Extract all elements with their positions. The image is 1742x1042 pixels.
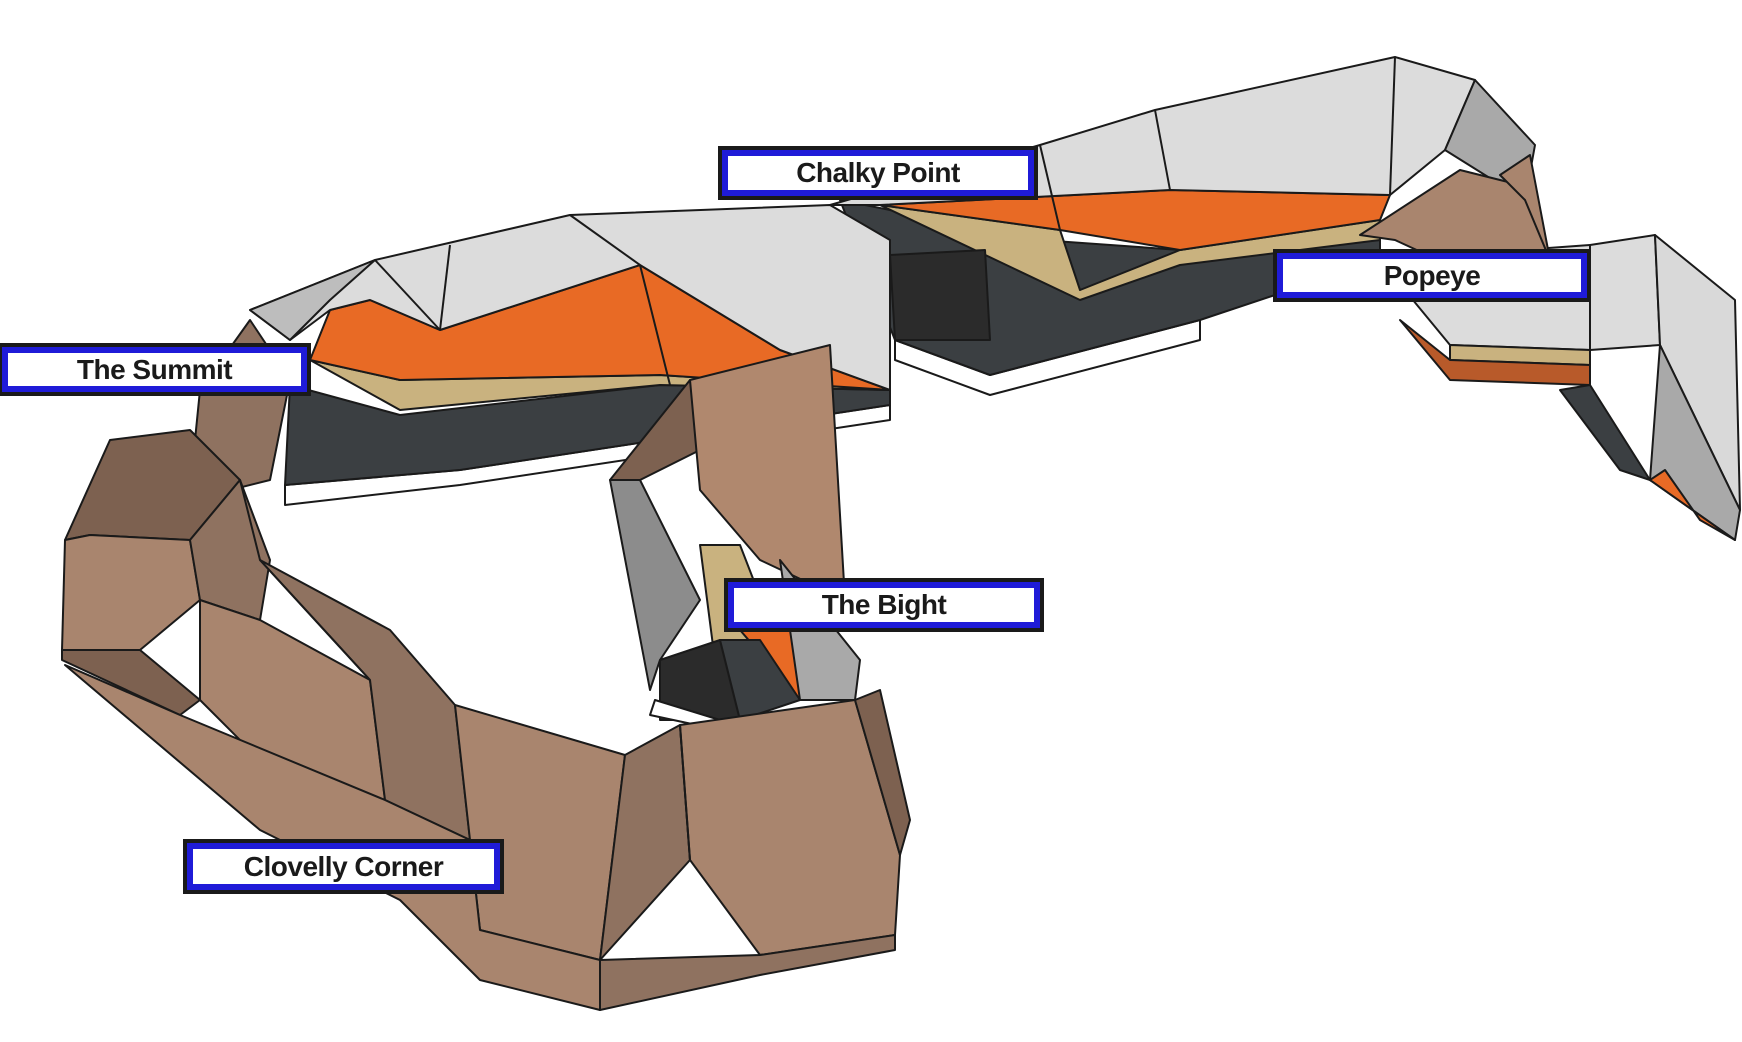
label-clovelly-corner: Clovelly Corner [183, 839, 504, 894]
right-wall-section [1359, 154, 1741, 541]
label-the-bight: The Bight [724, 578, 1044, 632]
label-chalky-point: Chalky Point [718, 146, 1038, 200]
upper-wall-section [249, 56, 1536, 506]
brown-wall-section [61, 319, 911, 1011]
label-the-summit: The Summit [0, 343, 311, 396]
label-popeye: Popeye [1273, 249, 1591, 302]
